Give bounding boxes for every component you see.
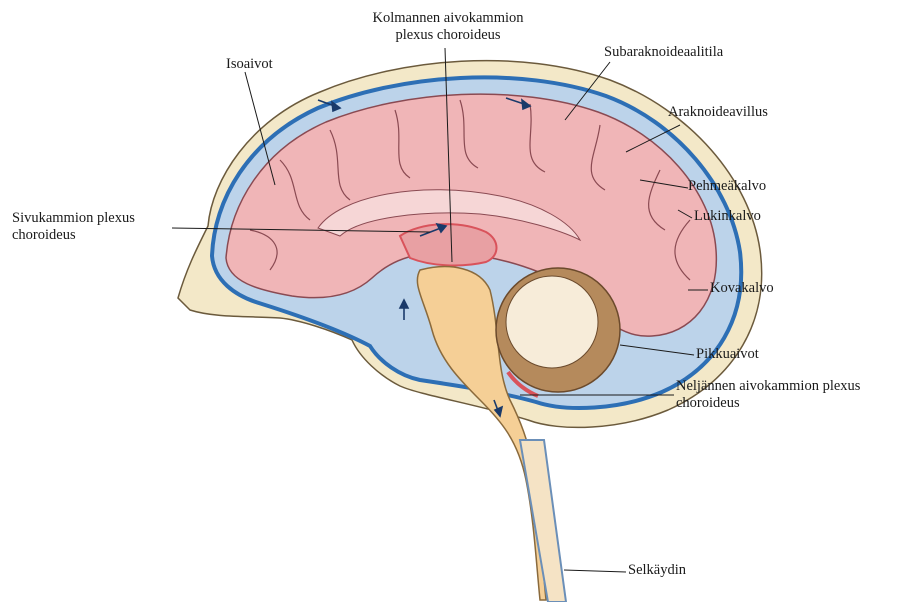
label-pehmea: Pehmeäkalvo xyxy=(688,178,766,195)
spinal-cord xyxy=(520,440,566,602)
label-kolmannen-plexus: Kolmannen aivokammion plexus choroideus xyxy=(356,10,540,44)
label-isoaivot: Isoaivot xyxy=(226,56,273,73)
label-neljannen-plexus: Neljännen aivokammion plexus choroideus xyxy=(676,378,860,412)
label-sivukammion-plexus: Sivukammion plexus choroideus xyxy=(12,210,135,244)
label-kova: Kovakalvo xyxy=(710,280,774,297)
label-kolmannen-line1: Kolmannen aivokammion xyxy=(356,10,540,27)
plexus-lateral-third xyxy=(400,224,497,265)
label-sivukammion-line2: choroideus xyxy=(12,227,135,244)
label-neljannen-line1: Neljännen aivokammion plexus xyxy=(676,378,860,395)
label-sivukammion-line1: Sivukammion plexus xyxy=(12,210,135,227)
label-kolmannen-line2: plexus choroideus xyxy=(356,27,540,44)
label-araknoidea: Araknoideavillus xyxy=(668,104,768,121)
label-selkaydin: Selkäydin xyxy=(628,562,686,579)
label-lukin: Lukinkalvo xyxy=(694,208,761,225)
label-neljannen-line2: choroideus xyxy=(676,395,860,412)
label-pikku: Pikkuaivot xyxy=(696,346,759,363)
label-subaraknoidea: Subaraknoideaalitila xyxy=(604,44,723,61)
cerebellum-white xyxy=(506,276,598,368)
